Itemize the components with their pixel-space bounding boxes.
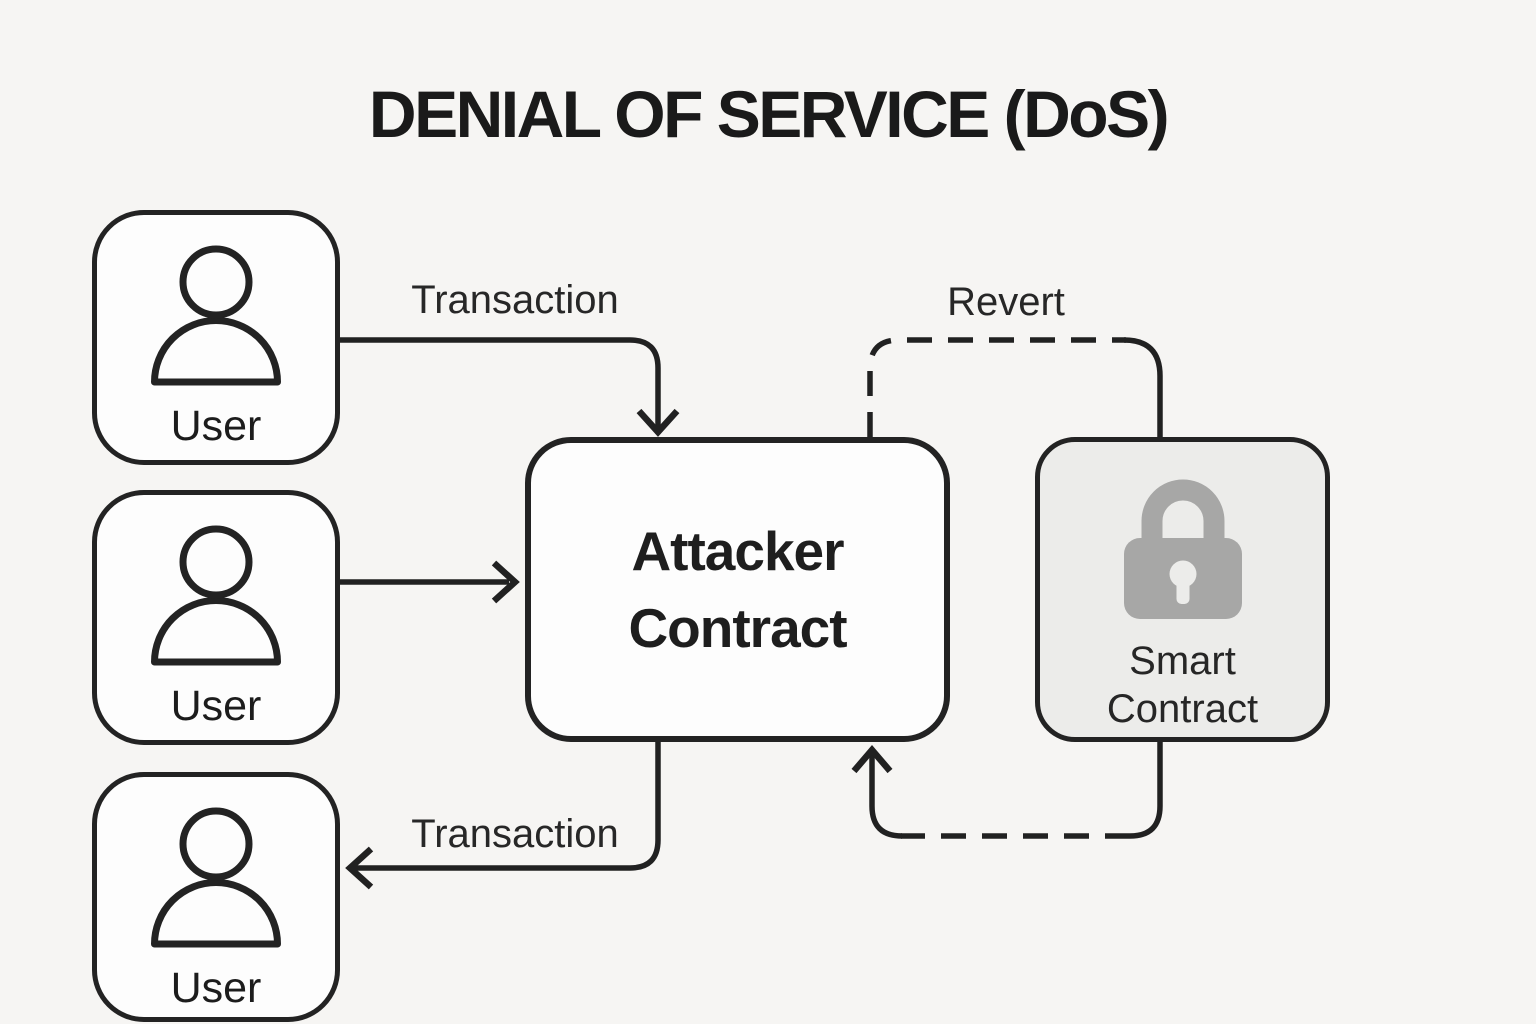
arrowhead-right-icon bbox=[491, 560, 520, 604]
node-attacker-contract: Attacker Contract bbox=[525, 437, 950, 742]
smart-label-line-1: Smart bbox=[1129, 639, 1236, 683]
edge-revert-top-solid bbox=[1123, 337, 1163, 437]
edge-revert-top-dashed bbox=[867, 337, 1126, 437]
node-smart-contract: Smart Contract bbox=[1035, 437, 1330, 742]
user-icon bbox=[151, 807, 281, 948]
node-label-attacker-contract: Attacker Contract bbox=[628, 513, 847, 667]
edge-label-transaction-top: Transaction bbox=[411, 278, 619, 322]
edge-revert-bottom-solid-left bbox=[869, 755, 903, 839]
node-user-1: User bbox=[92, 210, 340, 465]
edge-transaction-top bbox=[340, 337, 661, 429]
diagram-title: DENIAL OF SERVICE (DoS) bbox=[368, 77, 1170, 151]
edge-label-transaction-bottom: Transaction bbox=[411, 812, 619, 856]
user-icon bbox=[151, 245, 281, 386]
node-user-3: User bbox=[92, 772, 340, 1022]
edge-label-revert: Revert bbox=[947, 280, 1065, 324]
node-label-user-3: User bbox=[170, 964, 262, 1012]
user-icon bbox=[151, 525, 281, 666]
arrowhead-left-icon bbox=[345, 846, 374, 890]
arrowhead-down-icon bbox=[636, 408, 680, 437]
arrowhead-up-icon bbox=[851, 745, 893, 774]
smart-label-line-2: Contract bbox=[1106, 687, 1259, 731]
attacker-label-line-2: Contract bbox=[628, 596, 847, 659]
node-label-user-2: User bbox=[170, 682, 262, 730]
node-label-user-1: User bbox=[170, 402, 262, 450]
attacker-label-line-1: Attacker bbox=[631, 519, 844, 582]
edge-transaction-bottom bbox=[352, 742, 661, 871]
node-user-2: User bbox=[92, 490, 340, 745]
edge-revert-bottom-solid-right bbox=[1129, 742, 1163, 839]
lock-icon bbox=[1123, 479, 1242, 619]
node-label-smart-contract: Smart Contract bbox=[1107, 637, 1258, 733]
